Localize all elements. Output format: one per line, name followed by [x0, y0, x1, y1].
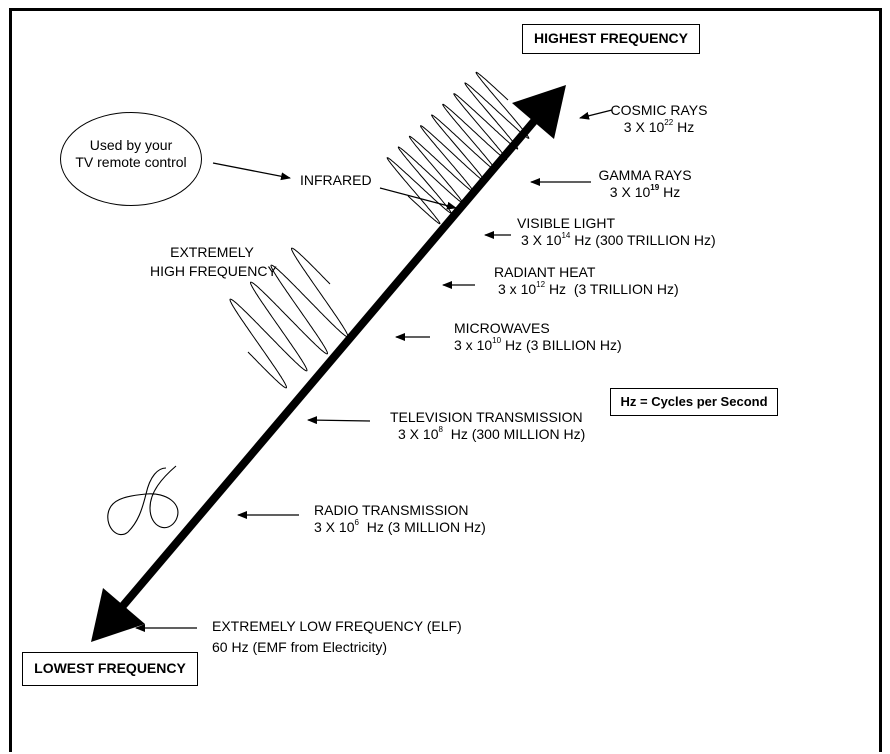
band-exponent: 12 [536, 280, 546, 289]
band-unit: Hz [677, 119, 695, 135]
dense-sine-wave-icon [386, 71, 530, 225]
band-unit: Hz [663, 184, 681, 200]
pointer-arrows [135, 109, 613, 632]
diagram-frame [9, 8, 882, 752]
band-name: COSMIC RAYS [610, 102, 708, 118]
band-gamma: GAMMA RAYS 3 X 1019 Hz [590, 167, 700, 201]
band-name: GAMMA RAYS [598, 167, 692, 183]
band-name: TELEVISION TRANSMISSION [390, 409, 583, 425]
band-mantissa: 3 X 10 [314, 519, 355, 535]
callout-line-2: TV remote control [75, 154, 187, 170]
infrared-label: INFRARED [300, 172, 372, 188]
lowest-frequency-label: LOWEST FREQUENCY [22, 652, 198, 686]
arrow-cosmic-icon [579, 109, 613, 120]
band-name: VISIBLE LIGHT [517, 215, 616, 231]
band-name: EXTREMELY LOW FREQUENCY (ELF) [212, 618, 462, 634]
ehf-line-1: EXTREMELY [170, 244, 254, 260]
ehf-line-2: HIGH FREQUENCY [150, 263, 277, 279]
band-exponent: 10 [492, 336, 502, 345]
band-unit: Hz [574, 232, 592, 248]
band-exponent: 19 [650, 183, 660, 192]
band-exponent: 14 [561, 231, 571, 240]
spectrum-arrow-icon [91, 85, 566, 642]
arrow-infrared-icon [379, 187, 457, 210]
band-note: (300 TRILLION Hz) [595, 232, 716, 248]
remote-control-callout: Used by your TV remote control [60, 112, 202, 206]
band-elf: EXTREMELY LOW FREQUENCY (ELF) 60 Hz (EMF… [212, 618, 462, 656]
band-microwaves: MICROWAVES 3 x 1010 Hz (3 BILLION Hz) [454, 320, 622, 354]
band-name: MICROWAVES [454, 320, 550, 336]
band-note: (3 MILLION Hz) [387, 519, 486, 535]
band-exponent: 6 [354, 518, 359, 527]
band-note: (3 BILLION Hz) [525, 337, 622, 353]
band-mantissa: 3 X 10 [521, 232, 562, 248]
band-radio: RADIO TRANSMISSION 3 X 106 Hz (3 MILLION… [314, 502, 486, 536]
band-unit: Hz [548, 281, 567, 297]
band-note: (300 MILLION Hz) [471, 426, 586, 442]
band-exponent: 22 [664, 118, 674, 127]
band-exponent: 8 [438, 425, 443, 434]
figure-eight-wave-icon [107, 465, 179, 536]
band-name: RADIO TRANSMISSION [314, 502, 469, 518]
band-note: (3 TRILLION Hz) [573, 281, 679, 297]
band-visible: VISIBLE LIGHT 3 X 1014 Hz (300 TRILLION … [517, 215, 716, 249]
band-radiant: RADIANT HEAT 3 x 1012 Hz (3 TRILLION Hz) [494, 264, 679, 298]
band-value: 60 Hz (EMF from Electricity) [212, 639, 388, 655]
unit-note-box: Hz = Cycles per Second [610, 388, 778, 416]
band-unit: Hz [366, 519, 384, 535]
band-mantissa: 3 x 10 [454, 337, 493, 353]
highest-frequency-label: HIGHEST FREQUENCY [522, 24, 700, 54]
band-television: TELEVISION TRANSMISSION 3 X 108 Hz (300 … [390, 409, 585, 443]
band-mantissa: 3 X 10 [609, 184, 651, 200]
band-mantissa: 3 X 10 [398, 426, 439, 442]
ehf-label: EXTREMELY HIGH FREQUENCY [150, 244, 277, 280]
band-unit: Hz [504, 337, 523, 353]
callout-line-1: Used by your [89, 137, 173, 153]
arrow-television-icon [307, 416, 371, 425]
band-name: RADIANT HEAT [494, 264, 596, 280]
band-cosmic: COSMIC RAYS 3 X 1022 Hz [604, 102, 714, 136]
sine-wave-icon [229, 247, 349, 389]
band-mantissa: 3 X 10 [623, 119, 665, 135]
arrow-callout-icon [212, 162, 291, 181]
band-unit: Hz [450, 426, 468, 442]
band-mantissa: 3 x 10 [498, 281, 537, 297]
